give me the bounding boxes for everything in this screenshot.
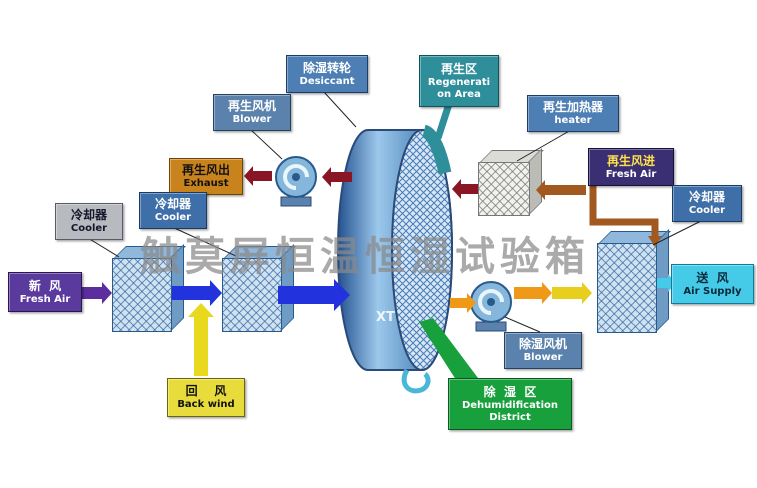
- label-dehumid-area-en1: Dehumidification: [461, 400, 559, 411]
- arrow-cooler2-to-wheel: [278, 279, 350, 311]
- arrow-wheel-to-regen-blower: [322, 167, 352, 187]
- arrow-wheel-to-blower: [450, 293, 476, 313]
- regen-inlet-duct: [536, 180, 662, 247]
- arrow-back-wind-up: [188, 303, 214, 376]
- label-cooler-right-zh: 冷却器: [688, 190, 725, 205]
- label-regen-blower: 再生风机 Blower: [213, 94, 291, 131]
- arrow-cooler1-to-cooler2: [172, 280, 222, 306]
- label-back-wind-en: Back wind: [177, 399, 235, 411]
- label-desiccant-wheel: 除湿转轮 Desiccant: [286, 55, 368, 93]
- arrow-fresh-air-in: [80, 282, 112, 304]
- label-air-supply-en: Air Supply: [683, 285, 742, 297]
- label-air-supply: 送 风 Air Supply: [671, 264, 754, 304]
- label-regen-inlet: 再生风进 Fresh Air: [588, 148, 674, 186]
- label-dehumid-area-en2: District: [489, 411, 531, 423]
- label-regen-blower-en: Blower: [232, 114, 272, 126]
- dehumid-blower-fan: [470, 281, 512, 332]
- label-dehumid-blower: 除湿风机 Blower: [504, 332, 582, 369]
- label-regeneration-area-en2: on Area: [437, 88, 481, 100]
- label-regeneration-area-en1: Regenerati: [427, 77, 491, 88]
- cooler-unit-right: [597, 229, 671, 333]
- label-air-supply-zh: 送 风: [696, 270, 729, 285]
- arrow-inlet-to-heater: [536, 180, 586, 200]
- wheel-drive-hook: [401, 368, 431, 394]
- regen-heater-unit: [478, 148, 544, 216]
- cooler-unit-1-front: [112, 258, 172, 332]
- label-regen-exhaust: 再生风出 Exhaust: [169, 158, 243, 195]
- label-cooler-mid: 冷却器 Cooler: [139, 192, 207, 229]
- label-regen-exhaust-en: Exhaust: [183, 178, 229, 190]
- label-regen-exhaust-zh: 再生风出: [181, 163, 230, 178]
- label-fresh-air-zh: 新 风: [28, 278, 62, 293]
- label-regeneration-area-zh: 再生区: [440, 62, 477, 76]
- label-cooler-left: 冷却器 Cooler: [55, 203, 123, 240]
- label-regen-heater-en: heater: [554, 115, 592, 127]
- label-cooler-mid-en: Cooler: [154, 212, 192, 224]
- label-dehumid-blower-zh: 除湿风机: [518, 337, 567, 352]
- label-cooler-right: 冷却器 Cooler: [672, 185, 742, 222]
- label-cooler-left-zh: 冷却器: [70, 208, 107, 223]
- label-desiccant-wheel-en: Desiccant: [299, 75, 355, 87]
- label-dehumid-blower-en: Blower: [523, 352, 563, 364]
- desiccant-wheel: [337, 124, 453, 371]
- regen-heater-unit-front: [478, 162, 530, 216]
- air-flow-arrows: [80, 166, 676, 376]
- label-regeneration-area: 再生区 Regenerati on Area: [419, 55, 499, 107]
- label-dehumid-area: 除 湿 区 Dehumidification District: [448, 378, 572, 430]
- label-back-wind: 回 风 Back wind: [167, 378, 245, 417]
- label-dehumid-area-zh: 除 湿 区: [483, 385, 537, 399]
- label-regen-blower-zh: 再生风机: [227, 99, 276, 114]
- arrow-to-right-cooler: [552, 282, 592, 304]
- arrow-heater-to-wheel: [452, 179, 478, 199]
- label-fresh-air-en: Fresh Air: [19, 293, 71, 305]
- label-fresh-air: 新 风 Fresh Air: [8, 272, 82, 312]
- label-regen-inlet-zh: 再生风进: [606, 153, 655, 168]
- label-cooler-right-en: Cooler: [688, 205, 726, 217]
- arrow-regen-exhaust-out: [244, 166, 272, 186]
- label-back-wind-zh: 回 风: [185, 384, 227, 399]
- arrow-blower-out: [514, 282, 552, 304]
- regen-area-connector: [434, 102, 453, 140]
- label-regen-heater: 再生加热器 heater: [527, 95, 619, 132]
- regeneration-sector: [421, 124, 452, 175]
- regen-blower-fan: [275, 156, 317, 207]
- label-desiccant-wheel-zh: 除湿转轮: [302, 60, 351, 75]
- label-cooler-left-en: Cooler: [70, 223, 108, 235]
- label-regen-inlet-en: Fresh Air: [605, 168, 657, 180]
- dehumid-zone-pointer: [419, 318, 478, 383]
- leader-lines: [87, 91, 704, 333]
- label-cooler-mid-zh: 冷却器: [154, 197, 191, 212]
- cooler-unit-1: [112, 244, 186, 332]
- cooler-unit-right-front: [597, 243, 657, 333]
- label-regen-heater-zh: 再生加热器: [542, 100, 603, 115]
